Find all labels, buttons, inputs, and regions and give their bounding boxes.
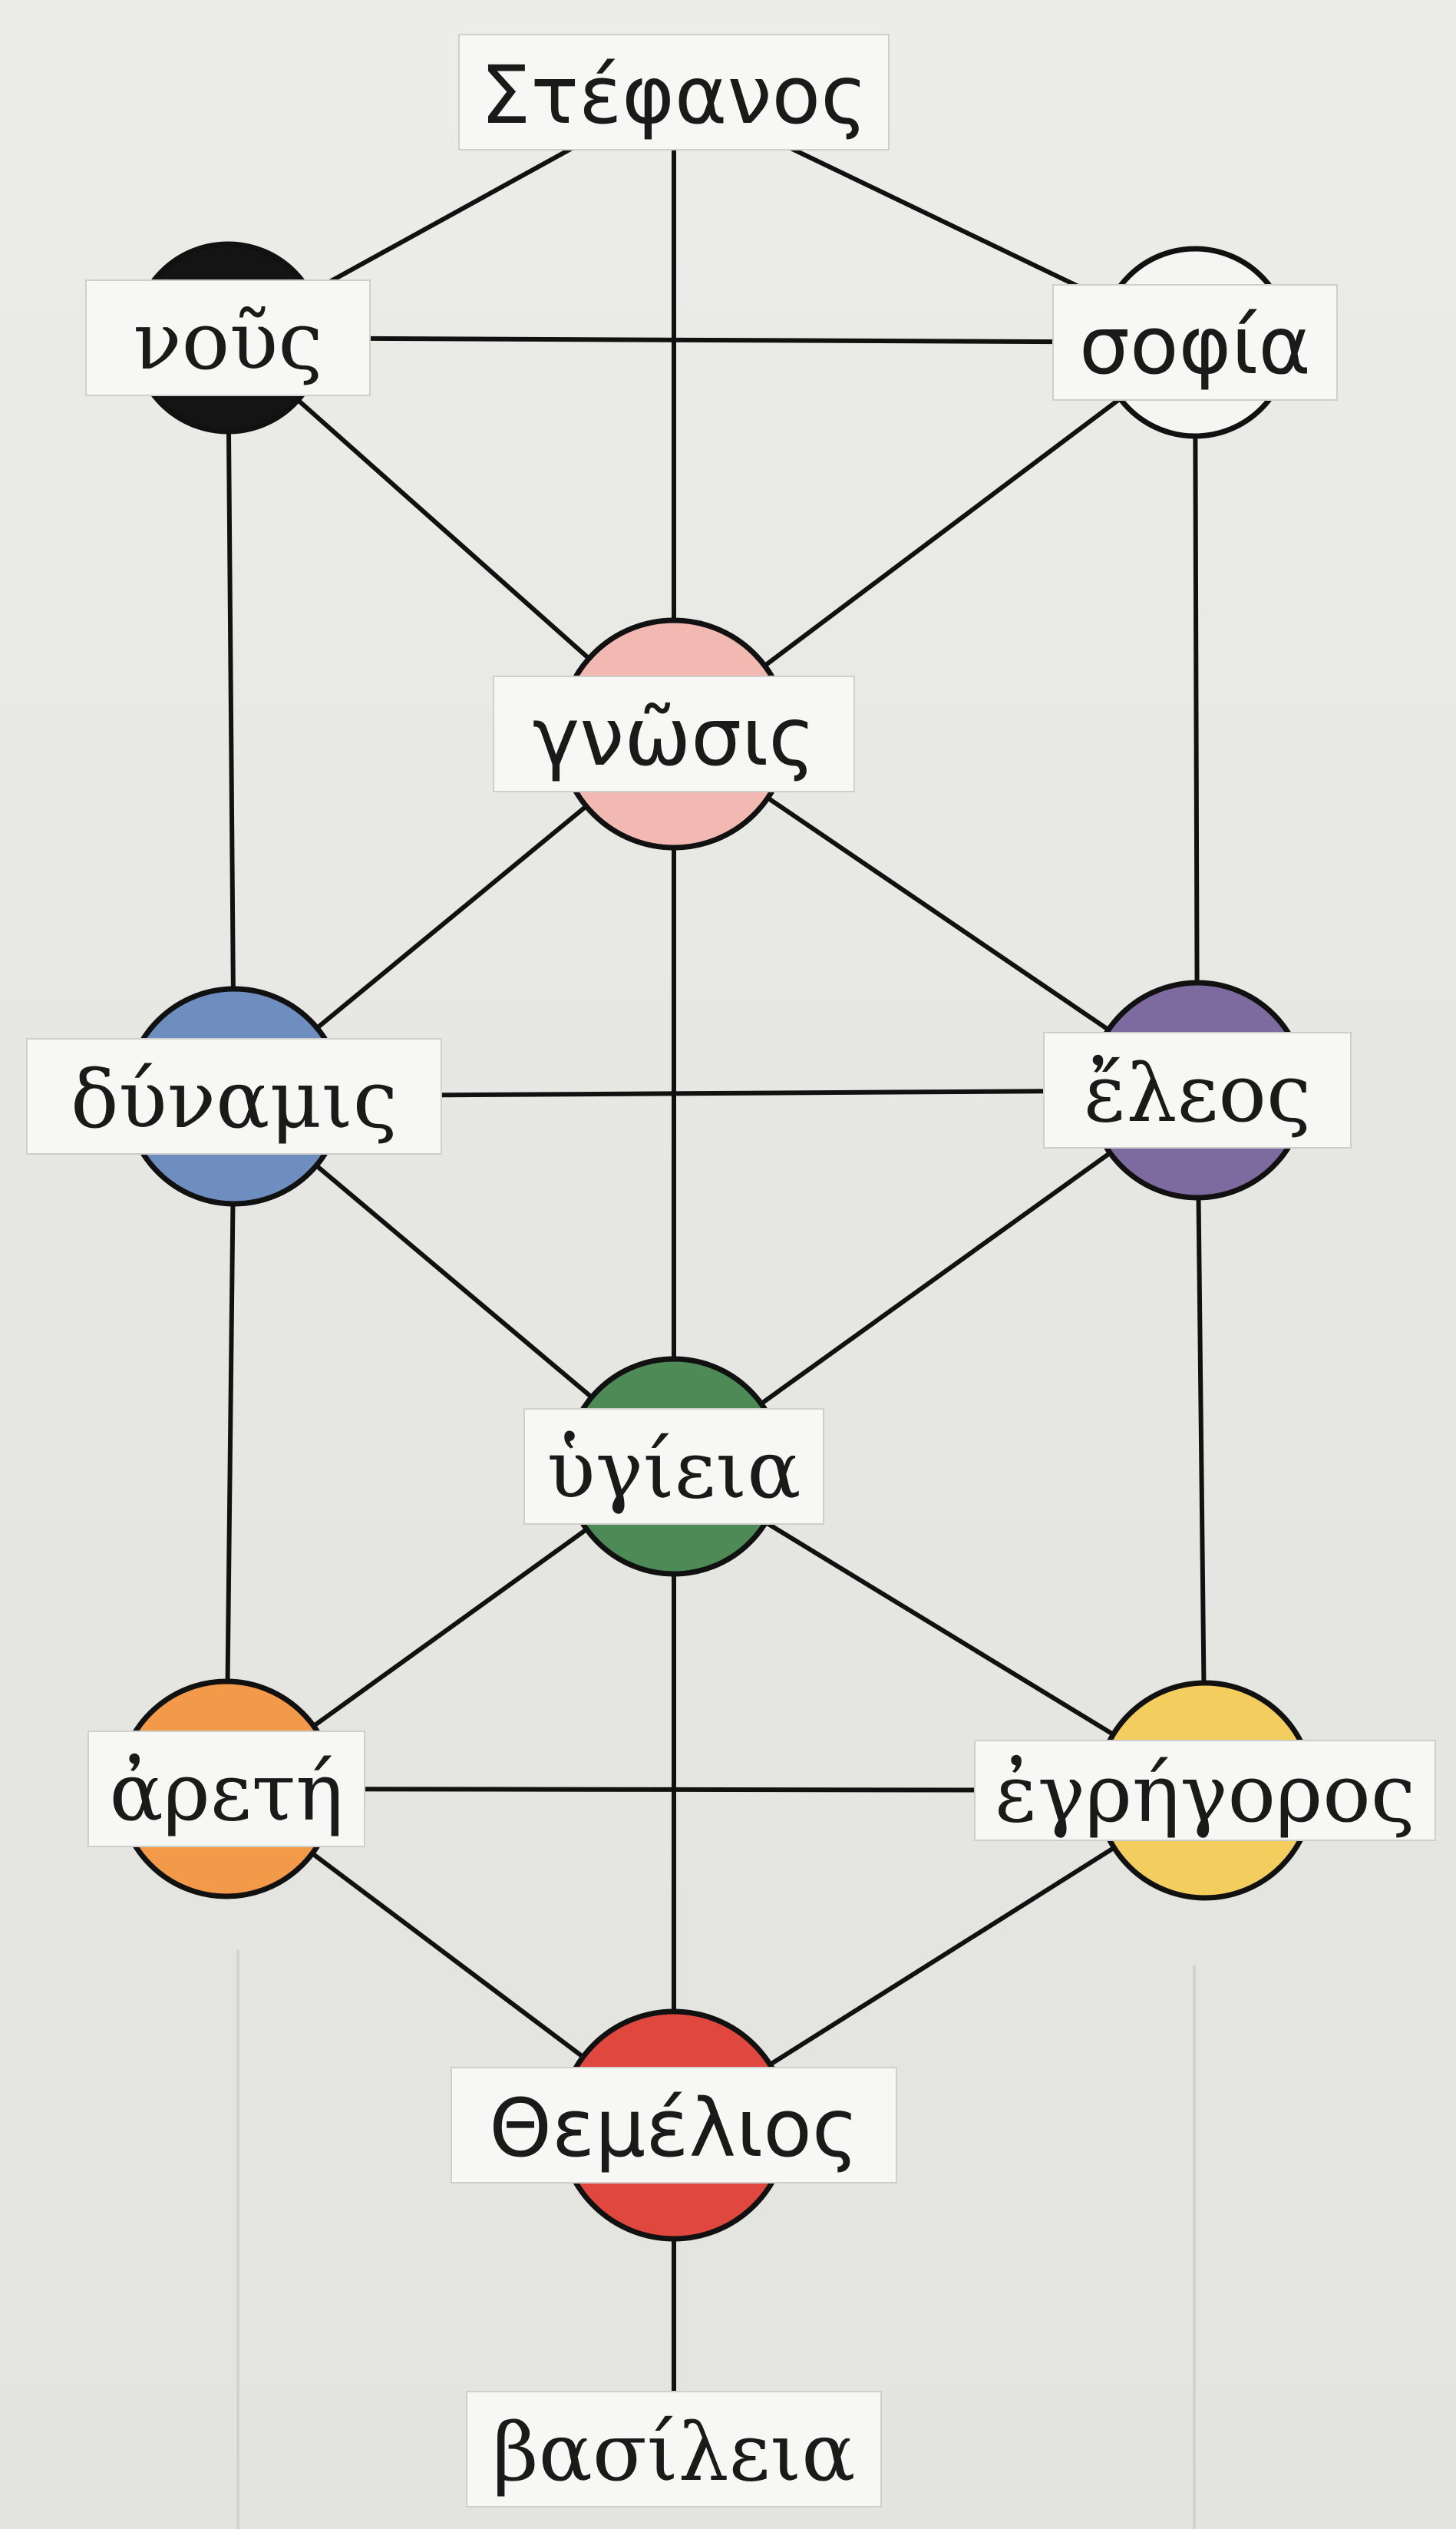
node-label-text: Στέφανος — [480, 48, 867, 142]
node-label-text: ὑγίεια — [546, 1423, 801, 1516]
label-paper — [1043, 1032, 1352, 1149]
board-crease-lines — [236, 1950, 1196, 2529]
edge-nous-sofia — [226, 336, 1197, 345]
node-label-text: ἀρετή — [109, 1745, 343, 1839]
node-label-text: νοῦς — [133, 294, 322, 388]
node-label-egregoros: ἐγρήγορος — [974, 1740, 1436, 1841]
node-layer — [116, 241, 1316, 2242]
node-label-arete: ἀρετή — [87, 1731, 365, 1847]
label-paper — [26, 1038, 442, 1155]
edge-nous-dynamis — [226, 336, 236, 1099]
node-label-stefanos: Στέφανος — [458, 34, 890, 150]
node-label-text: βασίλεια — [493, 2405, 856, 2499]
label-paper — [493, 676, 855, 792]
label-paper — [87, 1731, 365, 1847]
node-label-text: σοφία — [1079, 299, 1311, 392]
node-label-text: Θεμέλιος — [489, 2081, 859, 2175]
label-paper — [458, 34, 890, 150]
node-label-themelios: Θεμέλιος — [451, 2067, 897, 2184]
edge-sofia-eleos — [1193, 340, 1200, 1093]
node-label-nous: νοῦς — [85, 279, 371, 396]
edge-dynamis-arete — [224, 1094, 236, 1791]
edge-eleos-egregoros — [1195, 1088, 1207, 1793]
label-layer: Στέφανος νοῦς σοφία γνῶσις δύναμις ἔλεος ὑγίει… — [26, 34, 1436, 2508]
label-paper — [1052, 284, 1338, 401]
label-paper — [523, 1408, 824, 1525]
node-label-eleos: ἔλεος — [1043, 1032, 1352, 1149]
label-paper — [451, 2067, 897, 2184]
node-label-sofia: σοφία — [1052, 284, 1338, 401]
node-label-text: δύναμις — [71, 1053, 398, 1146]
node-label-text: γνῶσις — [533, 690, 816, 784]
node-label-text: ἐγρήγορος — [995, 1747, 1415, 1840]
label-paper — [85, 279, 371, 396]
node-label-basileia: βασίλεια — [466, 2391, 882, 2508]
node-label-text: ἔλεος — [1084, 1046, 1311, 1140]
node-label-hygieia: ὑγίεια — [523, 1408, 824, 1525]
label-paper — [974, 1740, 1436, 1841]
node-label-dynamis: δύναμις — [26, 1038, 442, 1155]
node-label-gnosis: γνῶσις — [493, 676, 855, 792]
label-paper — [466, 2391, 882, 2508]
